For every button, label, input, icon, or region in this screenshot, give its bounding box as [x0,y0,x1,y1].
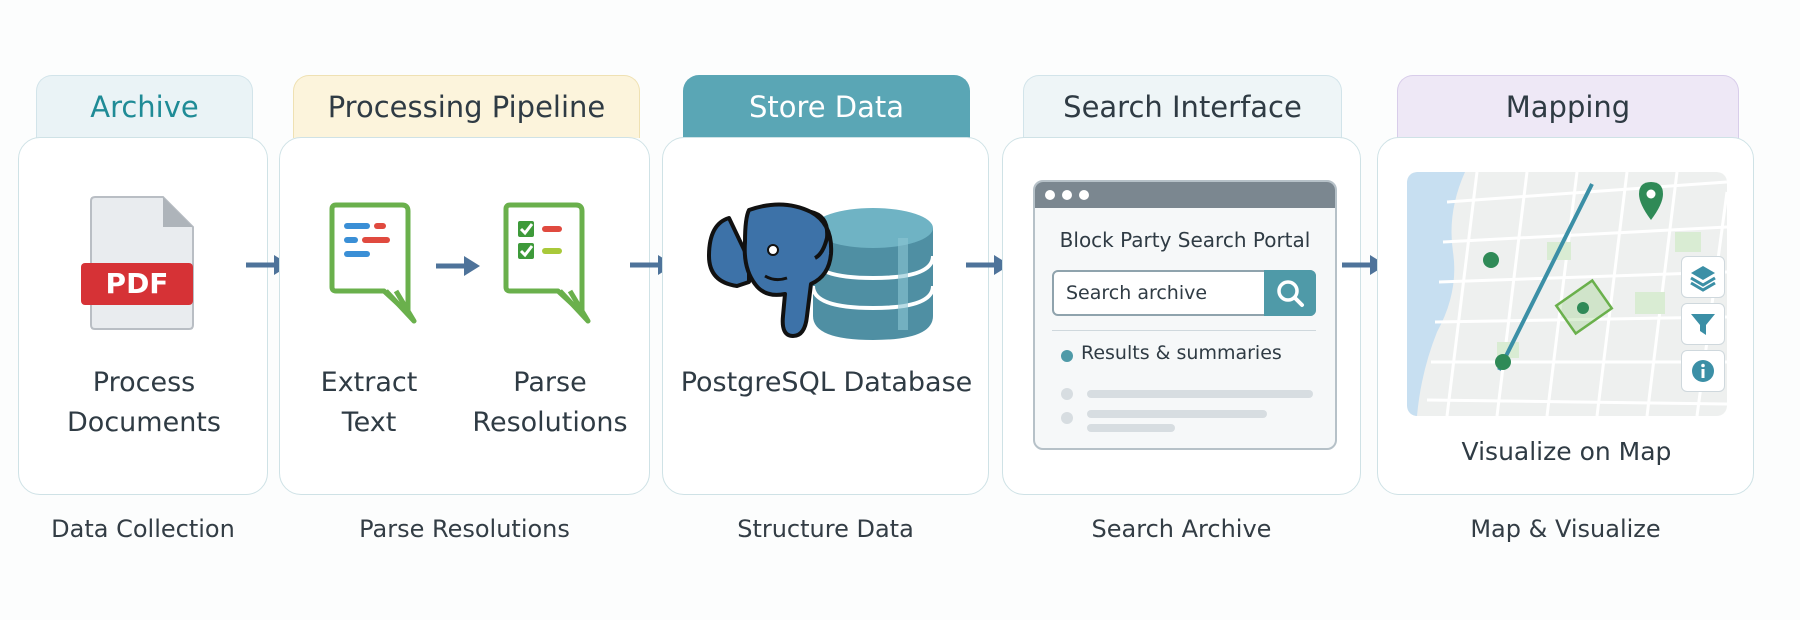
window-titlebar [1035,182,1335,208]
archive-panel: PDF Process Documents [18,137,268,495]
search-interface-panel: Block Party Search Portal Search archive… [1002,137,1361,495]
archive-header-label: Archive [90,90,199,124]
structure-data-caption: Structure Data [737,515,914,543]
arrow-extract-to-parse-icon [436,256,480,276]
mapping-header: Mapping [1397,75,1739,138]
search-input-placeholder: Search archive [1066,282,1208,304]
placeholder-bullet-1-icon [1061,388,1073,400]
mapping-header-label: Mapping [1505,90,1631,124]
results-summaries-label: Results & summaries [1081,342,1282,364]
search-button[interactable] [1264,270,1316,316]
process-documents-label: Process Documents [67,367,221,438]
placeholder-line-2 [1087,410,1267,418]
store-data-header: Store Data [683,75,970,138]
mapping-panel: Visualize on Map [1377,137,1754,495]
filter-icon [1691,314,1715,335]
results-bullet-icon [1061,350,1073,362]
archive-header: Archive [36,75,253,138]
window-dot-3-icon [1079,190,1089,200]
postgresql-database-label: PostgreSQL Database [680,367,973,398]
pdf-icon: PDF [81,196,194,330]
divider [1052,330,1316,331]
search-portal-window: Block Party Search Portal Search archive… [1033,180,1337,450]
info-button[interactable] [1681,350,1725,392]
search-input[interactable]: Search archive [1052,270,1316,316]
parse-resolutions-caption: Parse Resolutions [359,515,570,543]
data-collection-caption: Data Collection [51,515,235,543]
postgresql-elephant-database-icon [707,202,935,340]
placeholder-bullet-2-icon [1061,412,1073,424]
placeholder-line-3 [1087,424,1175,432]
search-interface-header-label: Search Interface [1063,90,1302,124]
parse-resolutions-label: Parse Resolutions [472,367,628,438]
pdf-badge-text: PDF [106,267,169,300]
text-lines-icon [329,202,417,324]
filter-button[interactable] [1681,303,1725,345]
processing-pipeline-header-label: Processing Pipeline [327,90,606,124]
visualize-on-map-label: Visualize on Map [1461,437,1672,466]
processing-pipeline-panel: Extract Text Parse Resolutions [279,137,650,495]
window-dot-2-icon [1062,190,1072,200]
layers-button[interactable] [1681,256,1725,298]
city-map-icon [1407,172,1727,416]
search-interface-header: Search Interface [1023,75,1342,138]
store-data-header-label: Store Data [748,90,905,124]
search-archive-caption: Search Archive [1091,515,1272,543]
processing-pipeline-header: Processing Pipeline [293,75,640,138]
store-data-panel: PostgreSQL Database [662,137,989,495]
layers-icon [1690,266,1716,292]
extract-text-label: Extract Text [320,367,418,438]
placeholder-line-1 [1087,390,1313,398]
window-dot-1-icon [1045,190,1055,200]
info-icon [1692,360,1714,382]
map-visualize-caption: Map & Visualize [1470,515,1661,543]
search-icon [1277,280,1304,307]
checklist-icon [503,202,591,324]
portal-title: Block Party Search Portal [1059,228,1311,252]
